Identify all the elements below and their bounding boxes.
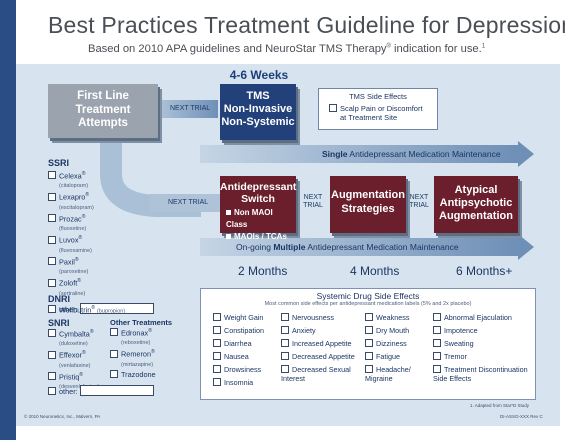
decreased-appetite-checkbox[interactable] [281,352,289,360]
impotence-checkbox[interactable] [433,326,441,334]
other-2-checkbox[interactable] [48,387,56,395]
next-trial-arrow-bottom [150,194,220,212]
single-maintenance-label: Single Antidepressant Medication Mainten… [322,149,501,159]
next-trial-arrow-top [158,100,218,118]
constipation-checkbox[interactable] [213,326,221,334]
dry-mouth-checkbox[interactable] [365,326,373,334]
remeron-checkbox[interactable] [110,349,118,358]
footnote: 1. Adapted from Star*D Study [470,403,530,408]
left-accent-bar [0,0,16,440]
edronax-checkbox[interactable] [110,328,118,337]
systemic-subheader: Most common side effects per antidepress… [264,301,472,307]
next-trial-label-bottom: NEXT TRIAL [168,199,209,206]
ssri-item-luvox: Luvox®(fluvoxamine) [48,234,158,255]
pristiq-checkbox[interactable] [48,372,56,381]
cymbalta-checkbox[interactable] [48,329,56,338]
multiple-band-arrowhead [518,234,534,260]
months-6: 6 Months+ [456,264,513,278]
ssri-item-lexapro: Lexapro®(escitalopram) [48,191,158,212]
fatigue-checkbox[interactable] [365,352,373,360]
nervousness-checkbox[interactable] [281,313,289,321]
decreased-sexual-interest-checkbox[interactable] [281,365,289,373]
months-2: 2 Months [238,264,288,278]
footer-copyright: © 2010 Neuronetics, Inc., Malvern, PA [24,414,101,419]
wellbutrin-checkbox[interactable] [48,305,56,314]
dizziness-checkbox[interactable] [365,339,373,347]
multiple-maintenance-band [200,238,518,256]
dnri-section: DNRI Wellbutrin® (bupropion) [48,294,198,316]
other-treatments-section: Other Treatments Edronax®(reboxetine) Re… [110,318,200,379]
other-treatments-header: Other Treatments [110,318,173,327]
snri-section: SNRI Cymbalta®(duloxetine) Effexor®(venl… [48,318,108,392]
months-4: 4 Months [350,264,400,278]
prozac-checkbox[interactable] [48,214,56,223]
trazodone-checkbox[interactable] [110,369,118,378]
systemic-side-effects-table: Systemic Drug Side Effects Most common s… [200,288,536,400]
weakness-checkbox[interactable] [365,313,373,321]
diarrhea-checkbox[interactable] [213,339,221,347]
tremor-checkbox[interactable] [433,352,441,360]
ssri-header: SSRI [48,158,70,168]
next-trial-label-top: NEXT TRIAL [170,105,211,112]
single-maintenance-band [200,145,518,163]
celexa-checkbox[interactable] [48,171,56,180]
discontinuation-checkbox[interactable] [433,365,441,373]
dnri-header: DNRI [48,294,70,304]
drowsiness-checkbox[interactable] [213,365,221,373]
nausea-checkbox[interactable] [213,352,221,360]
other-2-field[interactable] [79,385,154,396]
paxil-checkbox[interactable] [48,257,56,266]
other-2: other: [48,385,154,396]
lexapro-checkbox[interactable] [48,192,56,201]
ssri-item-prozac: Prozac®(fluoxetine) [48,213,158,234]
snri-header: SNRI [48,318,70,328]
effexor-checkbox[interactable] [48,350,56,359]
footer-docid: DI-ASSO-XXX Rev C [500,414,543,419]
ssri-item-celexa: Celexa®(citalopram) [48,170,158,191]
increased-appetite-checkbox[interactable] [281,339,289,347]
systemic-header: Systemic Drug Side Effects [316,291,420,301]
multiple-maintenance-label: On-going Multiple Antidepressant Medicat… [236,242,459,252]
anxiety-checkbox[interactable] [281,326,289,334]
scalp-pain-checkbox[interactable] [329,104,337,112]
ssri-other-field[interactable] [79,302,154,314]
page-subtitle: Based on 2010 APA guidelines and NeuroSt… [88,43,486,55]
weeks-label: 4-6 Weeks [229,68,289,82]
luvox-checkbox[interactable] [48,235,56,244]
insomnia-checkbox[interactable] [213,378,221,386]
ssri-item-paxil: Paxil®(paroxetine) [48,256,158,277]
single-band-arrowhead [518,141,534,167]
ssri-section: SSRI Celexa®(citalopram) Lexapro®(escita… [48,158,158,314]
page-title: Best Practices Treatment Guideline for D… [48,12,565,38]
headache-checkbox[interactable] [365,365,373,373]
abnormal-ejaculation-checkbox[interactable] [433,313,441,321]
sweating-checkbox[interactable] [433,339,441,347]
tms-side-effects-box: TMS Side Effects Scalp Pain or Discomfor… [318,88,438,130]
tms-side-effects-header: TMS Side Effects [349,92,407,101]
weight-gain-checkbox[interactable] [213,313,221,321]
zoloft-checkbox[interactable] [48,278,56,287]
ssri-item-zoloft: Zoloft®(sertraline) [48,277,158,298]
